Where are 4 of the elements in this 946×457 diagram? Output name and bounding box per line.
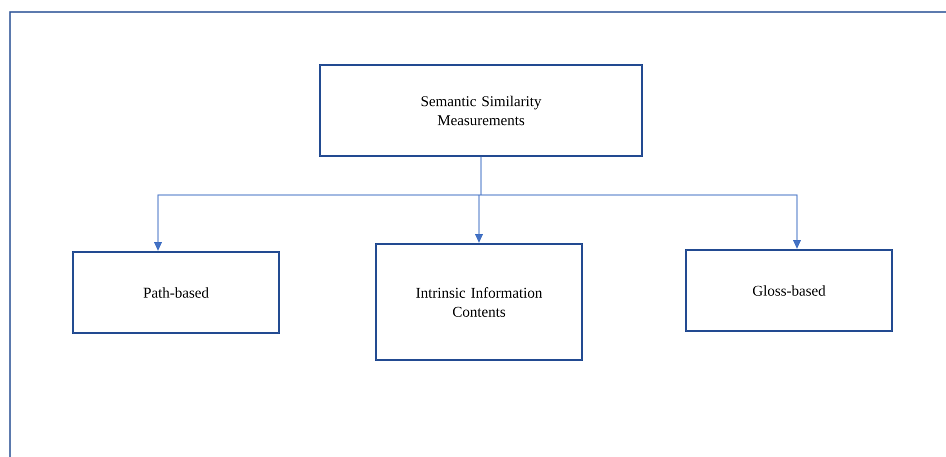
process-box: Gloss-based [685,249,893,332]
process-box: Semantic Similarity Measurements [319,64,643,157]
process-box: Intrinsic Information Contents [375,243,583,361]
process-box: Path-based [72,251,280,334]
